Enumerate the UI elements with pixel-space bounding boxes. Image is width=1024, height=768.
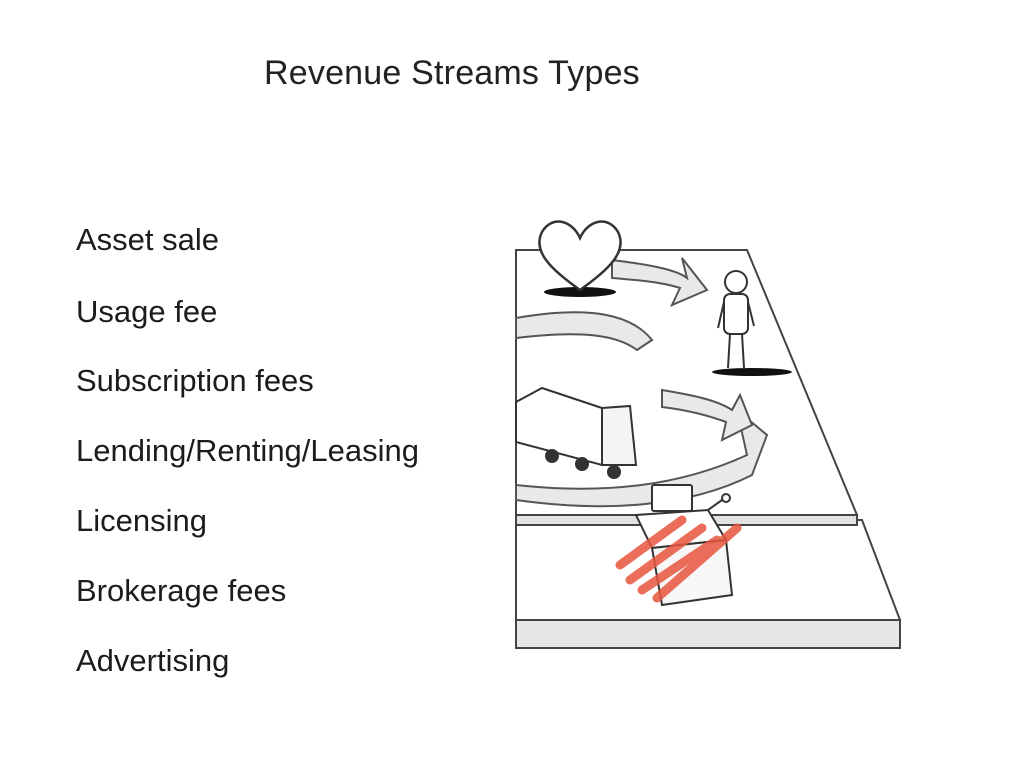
list-item-lending: Lending/Renting/Leasing	[76, 433, 419, 468]
flow-arrows	[515, 257, 769, 508]
person-icon	[712, 270, 792, 376]
cash-register-icon	[615, 484, 742, 607]
list-item-brokerage: Brokerage fees	[76, 573, 287, 608]
business-model-sketch	[515, 220, 902, 649]
truck-icon	[515, 386, 638, 479]
list-item-usage-fee: Usage fee	[76, 294, 218, 329]
heart-icon	[538, 220, 622, 297]
list-item-subscription: Subscription fees	[76, 363, 314, 398]
list-item-licensing: Licensing	[76, 503, 207, 538]
list-item-asset-sale: Asset sale	[76, 222, 220, 257]
list-item-advertising: Advertising	[76, 643, 230, 678]
business-model-illustration	[512, 210, 912, 660]
page-title: Revenue Streams Types	[264, 54, 640, 92]
